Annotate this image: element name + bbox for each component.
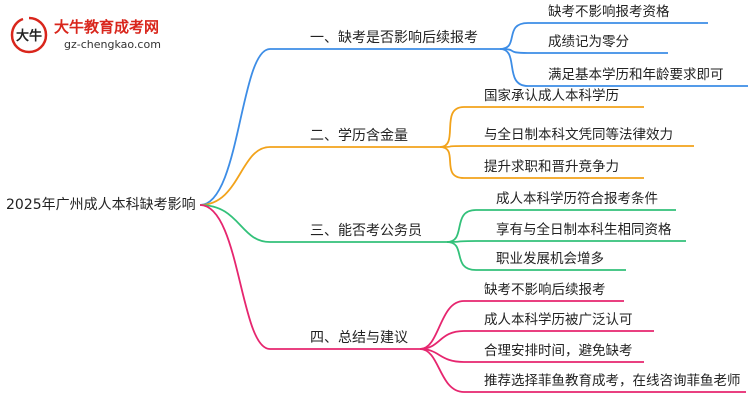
leaf-1-2: 成绩记为零分 — [548, 34, 629, 50]
leaf-2-2: 与全日制本科文凭同等法律效力 — [484, 127, 673, 143]
branch-1-connector — [199, 48, 271, 206]
branch-2-connector — [199, 146, 271, 206]
leaf-4-1: 缺考不影响后续报考 — [484, 282, 606, 298]
leaf-4-4: 推荐选择菲鱼教育成考，在线咨询菲鱼老师 — [484, 373, 741, 389]
leaf-3-3-connector — [446, 241, 626, 271]
branch-2-label: 二、学历含金量 — [310, 128, 408, 144]
svg-text:大牛: 大牛 — [16, 28, 42, 44]
leaf-2-3: 提升求职和晋升竞争力 — [484, 159, 619, 175]
leaf-4-2-connector — [419, 330, 654, 350]
leaf-3-2: 享有与全日制本科生相同资格 — [496, 222, 672, 238]
leaf-2-2-connector — [439, 145, 694, 148]
branch-4-connector — [199, 204, 271, 350]
mindmap-root: 2025年广州成人本科缺考影响 — [6, 197, 196, 213]
leaf-4-2: 成人本科学历被广泛认可 — [484, 312, 633, 328]
leaf-4-3: 合理安排时间，避免缺考 — [484, 343, 633, 359]
leaf-2-1-connector — [439, 106, 644, 148]
leaf-1-3: 满足基本学历和年龄要求即可 — [548, 67, 724, 83]
branch-4-label: 四、总结与建议 — [310, 330, 408, 346]
logo-mark-icon: 大牛 — [10, 16, 48, 54]
leaf-2-3-connector — [439, 146, 644, 179]
logo-site-url: gz-chengkao.com — [64, 38, 161, 51]
leaf-3-1-connector — [446, 209, 676, 243]
leaf-4-4-connector — [419, 348, 746, 393]
leaf-3-1: 成人本科学历符合报考条件 — [496, 191, 658, 207]
leaf-1-1-connector — [499, 22, 708, 50]
branch-1-label: 一、缺考是否影响后续报考 — [310, 30, 478, 46]
branch-3-label: 三、能否考公务员 — [310, 223, 422, 239]
leaf-4-1-connector — [419, 300, 624, 350]
leaf-1-1: 缺考不影响报考资格 — [548, 4, 670, 20]
leaf-3-3: 职业发展机会增多 — [496, 251, 604, 267]
leaf-2-1: 国家承认成人本科学历 — [484, 88, 619, 104]
branch-3-connector — [199, 204, 271, 243]
site-logo: 大牛 大牛教育成考网 gz-chengkao.com — [8, 14, 178, 58]
leaf-3-2-connector — [446, 240, 686, 243]
leaf-1-3-connector — [499, 48, 748, 87]
logo-site-name: 大牛教育成考网 — [54, 18, 160, 36]
